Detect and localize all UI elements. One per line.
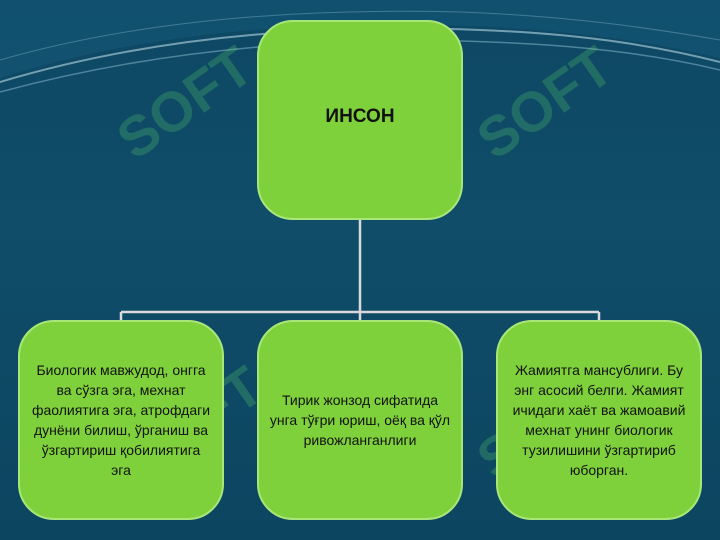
child-node-living-being: Тирик жонзод сифатида унга тўғри юриш, о… [257,320,463,520]
child-node-biological: Биологик мавжудод, онгга ва сўзга эга, м… [18,320,224,520]
child-node-social: Жамиятга мансублиги. Бу энг асосий белги… [496,320,702,520]
root-node-label: ИНСОН [325,106,395,127]
child-node-label: Жамиятга мансублиги. Бу энг асосий белги… [512,362,686,478]
child-node-label: Тирик жонзод сифатида унга тўғри юриш, о… [269,392,451,448]
root-node: ИНСОН [257,20,463,220]
child-node-label: Биологик мавжудод, онгга ва сўзга эга, м… [31,362,211,478]
